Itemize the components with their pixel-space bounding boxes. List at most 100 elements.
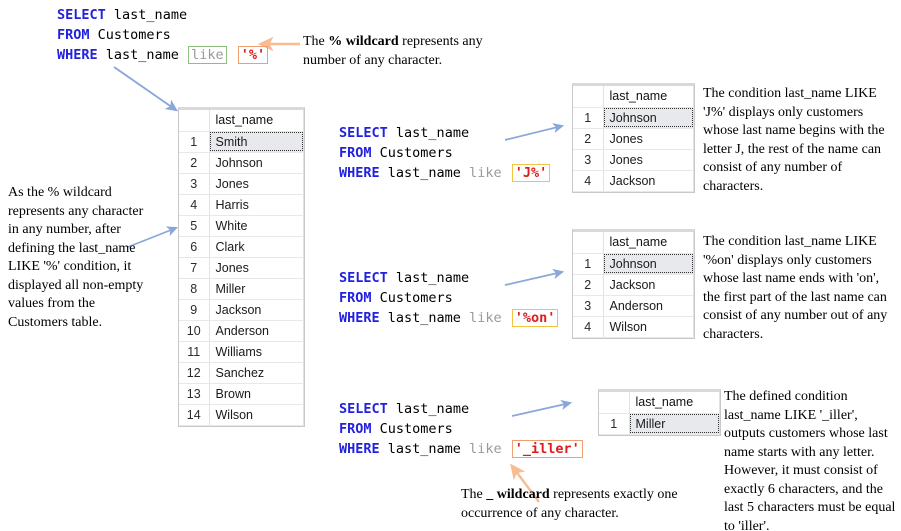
sql-where-column: last_name — [105, 47, 179, 63]
last-name-cell[interactable]: White — [209, 215, 304, 237]
sql-pattern-literal: '%on' — [511, 309, 559, 327]
sql-keyword-from: FROM — [339, 145, 372, 161]
sql-line-where: WHERE last_name like '_iller' — [339, 439, 583, 459]
note-j-percent: The condition last_name LIKE 'J%' displa… — [703, 86, 885, 194]
sql-select-columns: last_name — [113, 7, 188, 23]
sql-line-from: FROM Customers — [339, 288, 558, 308]
sql-line-where: WHERE last_name like 'J%' — [339, 163, 551, 183]
row-number-cell: 5 — [179, 215, 210, 237]
sql-from-table: Customers — [379, 421, 453, 437]
last-name-cell[interactable]: Brown — [209, 383, 304, 405]
table-header-row: last_name — [573, 86, 694, 108]
sql-where-column: last_name — [387, 310, 461, 326]
last-name-cell[interactable]: Johnson — [603, 107, 694, 129]
row-number-header — [599, 392, 630, 414]
last-name-cell[interactable]: Miller — [629, 413, 720, 435]
last-name-cell[interactable]: Johnson — [603, 253, 694, 275]
note-left-explanation: As the % wildcard represents any charact… — [8, 185, 144, 330]
sql-keyword-from: FROM — [57, 27, 90, 43]
column-header-last-name: last_name — [603, 86, 694, 108]
sql-pattern-literal: '%' — [237, 46, 269, 64]
sql-keyword-select: SELECT — [339, 125, 388, 141]
row-number-cell: 2 — [573, 128, 604, 150]
sql-line-where: WHERE last_name like '%on' — [339, 308, 559, 328]
last-name-cell[interactable]: Jones — [603, 128, 694, 150]
sql-where-column: last_name — [387, 165, 461, 181]
sql-select-columns: last_name — [395, 125, 470, 141]
last-name-cell[interactable]: Jones — [209, 173, 304, 195]
sql-keyword-where: WHERE — [57, 47, 98, 63]
last-name-cell[interactable]: Anderson — [603, 295, 694, 317]
last-name-cell[interactable]: Clark — [209, 236, 304, 258]
last-name-cell[interactable]: Miller — [209, 278, 304, 300]
last-name-cell[interactable]: Jackson — [603, 274, 694, 296]
row-number-cell: 1 — [573, 253, 604, 275]
row-number-cell: 8 — [179, 278, 210, 300]
last-name-cell[interactable]: Williams — [209, 341, 304, 363]
sql-like-operator: like — [469, 310, 502, 326]
table-header-row: last_name — [599, 392, 720, 414]
last-name-cell[interactable]: Sanchez — [209, 362, 304, 384]
last-name-cell[interactable]: Smith — [209, 131, 304, 153]
row-number-header — [179, 110, 210, 132]
note-underscore-wildcard: The _ wildcard represents exactly one oc… — [461, 486, 701, 523]
row-number-cell: 1 — [573, 107, 604, 129]
sql-line-select: SELECT last_name — [339, 268, 558, 288]
last-name-cell[interactable]: Jones — [209, 257, 304, 279]
note-underscore-prefix: The — [461, 487, 487, 502]
table-header-row: last_name — [573, 232, 694, 254]
sql-where-column: last_name — [387, 441, 461, 457]
last-name-cell[interactable]: Johnson — [209, 152, 304, 174]
last-name-cell[interactable]: Harris — [209, 194, 304, 216]
last-name-cell[interactable]: Jackson — [603, 170, 694, 192]
sql-from-table: Customers — [97, 27, 171, 43]
row-number-cell: 1 — [179, 131, 210, 153]
last-name-cell[interactable]: Anderson — [209, 320, 304, 342]
last-name-cell[interactable]: Jones — [603, 149, 694, 171]
last-name-cell[interactable]: Wilson — [603, 316, 694, 338]
sql-keyword-where: WHERE — [339, 441, 380, 457]
sql-line-where: WHERE last_name like '%' — [57, 45, 269, 65]
note-percent-bold: % wildcard — [328, 34, 399, 49]
last-name-cell[interactable]: Jackson — [209, 299, 304, 321]
sql-keyword-from: FROM — [339, 421, 372, 437]
row-number-cell: 10 — [179, 320, 210, 342]
row-number-header — [573, 232, 604, 254]
last-name-cell[interactable]: Wilson — [209, 404, 304, 426]
table-header-row: last_name — [179, 110, 304, 132]
sql-keyword-select: SELECT — [339, 270, 388, 286]
sql-from-table: Customers — [379, 290, 453, 306]
